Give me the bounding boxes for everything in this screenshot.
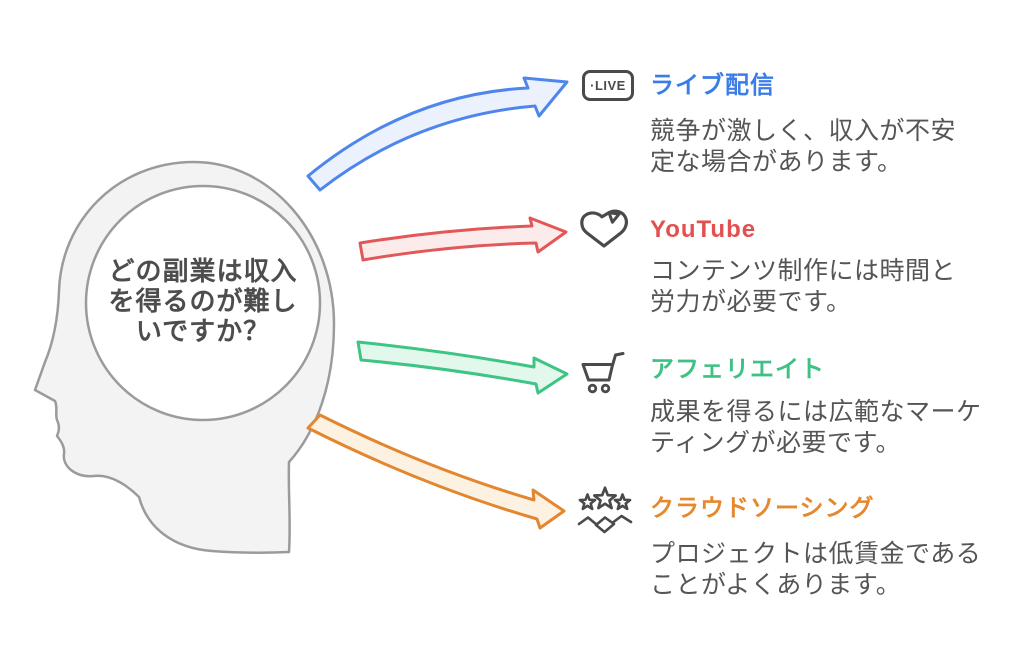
item-description-affiliate: 成果を得るには広範なマーケ ティングが必要です。 xyxy=(650,398,982,457)
item-title-youtube: YouTube xyxy=(650,216,757,243)
question-text: どの副業は収入 を得るのが難し いですか？ xyxy=(108,256,298,346)
item-title-live-streaming: ライブ配信 xyxy=(650,72,775,99)
item-description-youtube: コンテンツ制作には時間と 労力が必要です。 xyxy=(650,257,957,316)
live-badge-icon: ·LIVE xyxy=(582,70,634,101)
item-description-live-streaming: 競争が激しく、収入が不安 定な場合があります。 xyxy=(650,117,957,176)
item-title-crowdsourcing: クラウドソーシング xyxy=(650,495,875,522)
arrow-to-crowdsourcing xyxy=(306,413,566,530)
arrow-to-youtube xyxy=(358,216,568,262)
shopping-cart-icon xyxy=(581,352,625,394)
item-description-crowdsourcing: プロジェクトは低賃金である ことがよくあります。 xyxy=(650,540,982,599)
stars-handshake-icon xyxy=(577,486,633,534)
arrow-to-affiliate xyxy=(356,340,569,395)
arrow-to-live-streaming xyxy=(306,76,569,192)
thought-circle xyxy=(84,184,322,422)
item-title-affiliate: アフェリエイト xyxy=(650,356,825,383)
youtube-heart-icon xyxy=(580,209,629,248)
